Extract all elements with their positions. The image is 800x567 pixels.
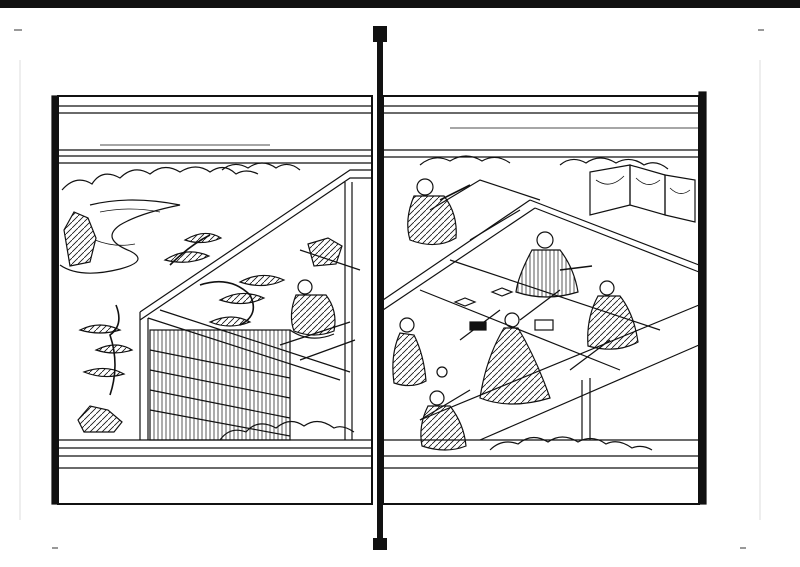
folding-screen — [589, 164, 696, 223]
seated-figure-left — [289, 279, 336, 339]
kneeling-figure — [392, 317, 427, 387]
cup-object — [490, 287, 514, 297]
book-spine — [373, 26, 387, 550]
musician-figure — [407, 178, 471, 246]
stand-object — [534, 319, 554, 331]
bottom-figure — [420, 390, 467, 451]
box-object — [469, 321, 487, 331]
right-guest-figure — [587, 280, 639, 350]
host-figure — [515, 231, 593, 298]
right-panel — [382, 91, 707, 505]
woman-figure — [479, 312, 551, 405]
page-edge-marks — [14, 29, 764, 549]
bowl-object — [436, 366, 448, 378]
tray-object — [453, 297, 477, 307]
left-panel — [51, 95, 373, 505]
scan-top-edge — [0, 0, 800, 8]
